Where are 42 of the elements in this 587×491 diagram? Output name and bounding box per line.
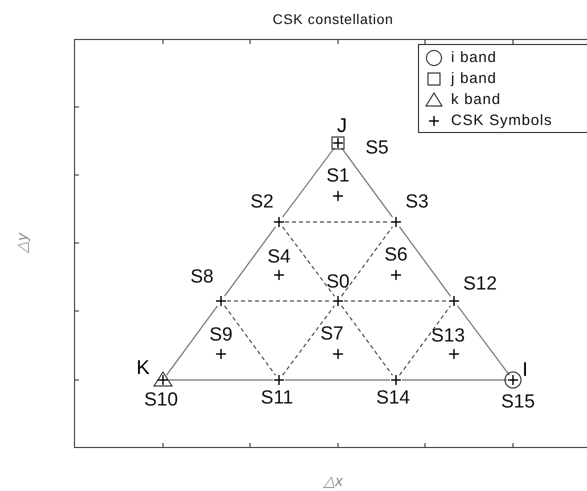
dashed-line xyxy=(341,305,393,376)
symbol-label: S11 xyxy=(260,388,294,408)
legend-text: j band xyxy=(451,70,497,87)
symbol-label: S13 xyxy=(431,326,465,346)
dashed-line xyxy=(224,305,276,376)
symbol-label: S2 xyxy=(250,192,274,212)
chart-title: CSK constellation xyxy=(272,11,394,27)
symbol-label: S12 xyxy=(463,274,497,294)
dashed-line xyxy=(399,305,451,376)
vertex-label: I xyxy=(522,360,528,380)
connector-line xyxy=(285,379,390,381)
symbol-label: S5 xyxy=(365,138,389,158)
symbol-label: S1 xyxy=(326,166,350,186)
symbol-label: S7 xyxy=(320,324,344,344)
legend-text: k band xyxy=(451,91,501,108)
connector-line xyxy=(399,226,451,297)
dashed-line xyxy=(282,305,335,376)
connector-line xyxy=(341,147,393,218)
connector-line xyxy=(282,147,335,218)
x-axis-label: △x xyxy=(323,472,343,490)
symbol-label: S15 xyxy=(501,392,535,412)
connector-line xyxy=(224,226,276,297)
legend-text: CSK Symbols xyxy=(451,112,552,129)
symbol-label: S0 xyxy=(326,272,350,292)
dashed-line xyxy=(282,226,335,297)
vertex-label: K xyxy=(136,358,150,378)
symbol-label: S8 xyxy=(190,268,214,286)
dashed-line xyxy=(344,300,448,302)
connector-line xyxy=(166,305,218,376)
symbol-label: S6 xyxy=(384,246,408,264)
symbol-label: S14 xyxy=(376,388,410,408)
connector-line xyxy=(457,305,510,376)
symbol-label: S4 xyxy=(267,248,291,266)
dashed-line xyxy=(341,226,393,297)
symbol-label: S3 xyxy=(405,192,429,212)
legend-text: i band xyxy=(451,49,497,66)
symbol-label: S9 xyxy=(209,326,233,344)
vertex-label: J xyxy=(337,116,347,136)
y-axis-label: △y xyxy=(13,233,31,253)
connector-line xyxy=(402,379,507,381)
symbol-label: S10 xyxy=(144,390,178,410)
connector-line xyxy=(169,379,273,381)
